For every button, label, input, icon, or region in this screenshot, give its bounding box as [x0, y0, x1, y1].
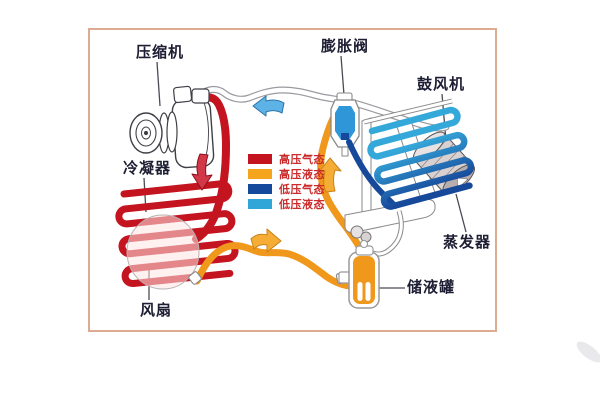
flow-up-arrow [318, 157, 342, 193]
legend-swatch [248, 198, 272, 209]
flow-right-arrow [250, 228, 282, 253]
flow-arrows [191, 95, 342, 253]
legend-label: 高压气态 [279, 153, 325, 166]
leader-evaporator [455, 193, 467, 233]
label-evaporator: 蒸发器 [443, 234, 492, 251]
pipe-high-pressure-gas [192, 93, 231, 243]
label-blower: 鼓风机 [417, 76, 466, 93]
leader-expansion-valve [340, 55, 345, 96]
compressor-illustration [129, 85, 215, 169]
evaporator-tray [344, 199, 436, 233]
flow-left-arrow [252, 95, 285, 117]
label-condenser: 冷凝器 [123, 160, 172, 177]
legend-item: 高压气态 [248, 151, 325, 166]
pipe-fitting [188, 271, 202, 285]
label-expansion-valve: 膨胀阀 [321, 38, 370, 55]
pipe-condenser-to-receiver [193, 242, 356, 290]
flow-down-arrow [191, 153, 213, 191]
legend-swatch [248, 168, 272, 179]
pipe-valve-to-evaporator [346, 139, 398, 209]
legend: 高压气态高压液态低压气态低压液态 [248, 151, 325, 211]
legend-item: 低压液态 [248, 196, 325, 211]
label-compressor: 压缩机 [136, 44, 185, 61]
legend-item: 高压液态 [248, 166, 325, 181]
legend-swatch [248, 183, 272, 194]
background-smudge [576, 341, 600, 363]
fan-disc [126, 214, 200, 290]
tray-fitting [350, 225, 364, 239]
legend-item: 低压气态 [248, 181, 325, 196]
legend-label: 低压气态 [279, 183, 325, 196]
label-fan: 风扇 [140, 302, 173, 319]
receiver-tank-illustration [338, 239, 380, 309]
label-receiver: 储液罐 [407, 279, 456, 296]
expansion-valve-illustration [330, 92, 360, 157]
legend-swatch [248, 153, 272, 164]
legend-label: 低压液态 [279, 198, 325, 211]
evaporator-coil [367, 106, 475, 210]
leader-compressor [156, 61, 161, 107]
legend-label: 高压液态 [279, 168, 325, 181]
